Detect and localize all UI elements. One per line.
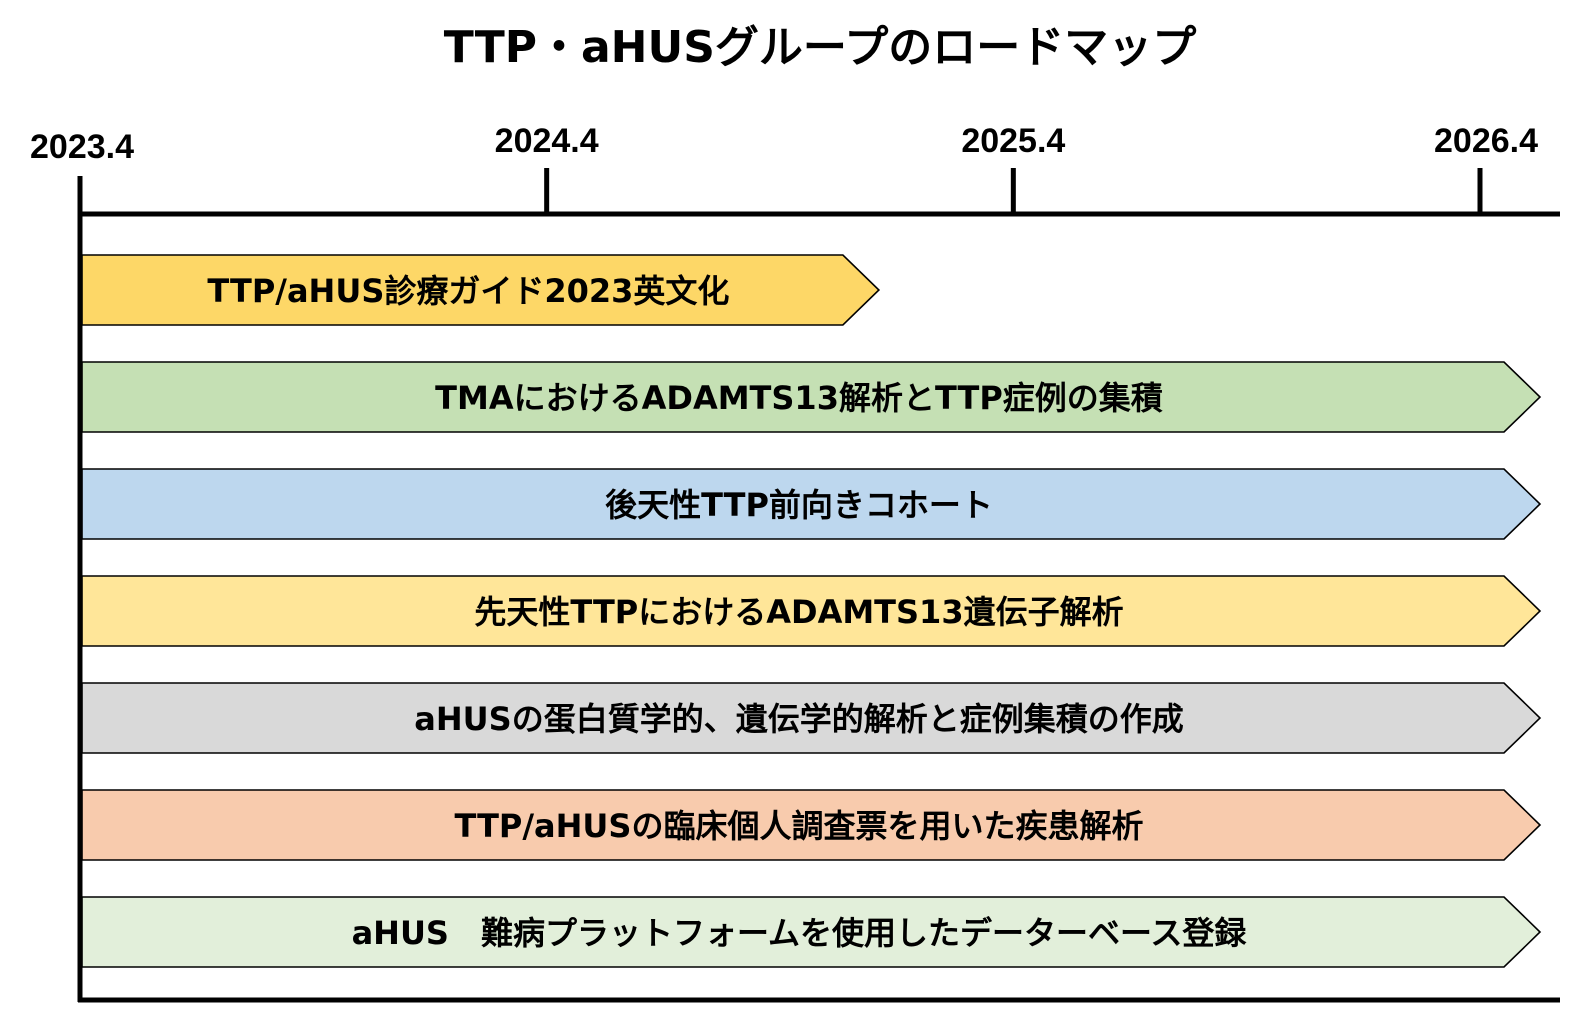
task-bar: TTP/aHUSの臨床個人調査票を用いた疾患解析 xyxy=(81,789,1542,861)
task-bar-label: 先天性TTPにおけるADAMTS13遺伝子解析 xyxy=(474,593,1123,631)
task-bar-arrow xyxy=(81,254,881,326)
task-bar-label: TTP/aHUSの臨床個人調査票を用いた疾患解析 xyxy=(455,807,1144,845)
timeline-tick-label: 2026.4 xyxy=(1434,122,1538,160)
task-bar: TMAにおけるADAMTS13解析とTTP症例の集積 xyxy=(81,361,1542,433)
task-bar-arrow xyxy=(81,896,1542,968)
timeline-ticks: 2023.4 2024.4 2025.4 2026.4 xyxy=(30,122,1538,214)
timeline-tick-label: 2023.4 xyxy=(30,128,134,166)
timeline-axis xyxy=(77,176,1560,1003)
task-bar-arrow xyxy=(81,575,1542,647)
task-bar-label: TMAにおけるADAMTS13解析とTTP症例の集積 xyxy=(435,379,1163,417)
task-bar: aHUS 難病プラットフォームを使用したデーターベース登録 xyxy=(81,896,1542,968)
task-bar-label: TTP/aHUS診療ガイド2023英文化 xyxy=(207,272,729,310)
task-bar-arrow xyxy=(81,468,1542,540)
task-bar: TTP/aHUS診療ガイド2023英文化 xyxy=(81,254,881,326)
task-bar: 先天性TTPにおけるADAMTS13遺伝子解析 xyxy=(81,575,1542,647)
task-bar: 後天性TTP前向きコホート xyxy=(81,468,1542,540)
task-bars: TTP/aHUS診療ガイド2023英文化 TMAにおけるADAMTS13解析とTT… xyxy=(81,254,1542,968)
timeline-tick-label: 2025.4 xyxy=(961,122,1065,160)
diagram-title: TTP・aHUSグループのロードマップ xyxy=(444,22,1197,73)
task-bar-arrow xyxy=(81,789,1542,861)
task-bar-arrow xyxy=(81,682,1542,754)
task-bar-label: aHUSの蛋白質学的、遺伝学的解析と症例集積の作成 xyxy=(414,700,1183,738)
task-bar: aHUSの蛋白質学的、遺伝学的解析と症例集積の作成 xyxy=(81,682,1542,754)
timeline-tick-label: 2024.4 xyxy=(495,122,599,160)
task-bar-arrow xyxy=(81,361,1542,433)
task-bar-label: 後天性TTP前向きコホート xyxy=(605,486,993,524)
task-bar-label: aHUS 難病プラットフォームを使用したデーターベース登録 xyxy=(352,914,1248,952)
